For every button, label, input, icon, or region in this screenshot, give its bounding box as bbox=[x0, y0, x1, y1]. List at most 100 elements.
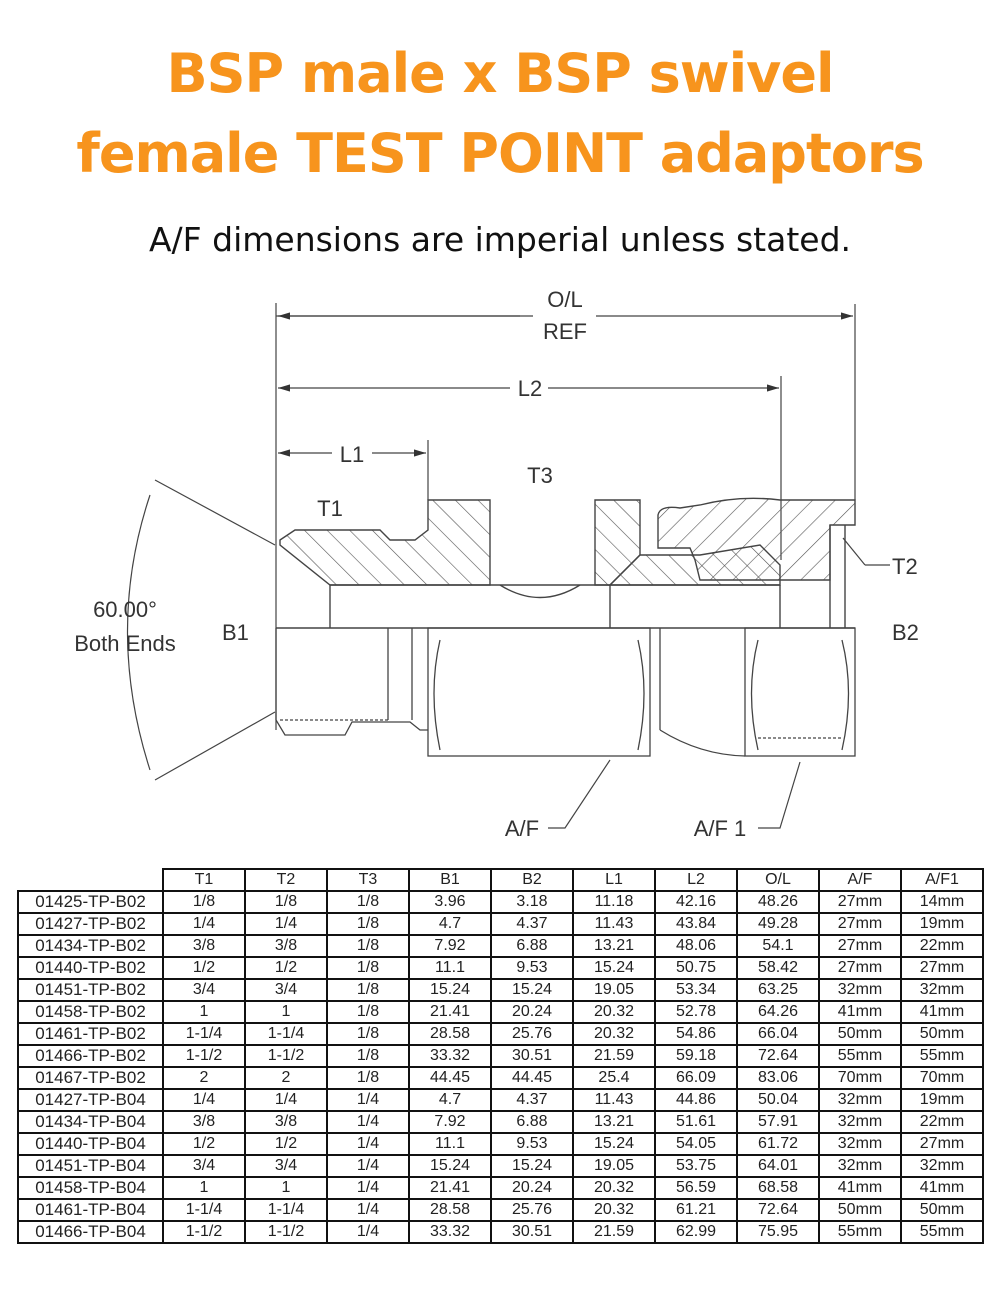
table-cell: 11.18 bbox=[572, 890, 656, 914]
table-cell: 1/4 bbox=[326, 1198, 410, 1222]
table-cell: 1/8 bbox=[326, 978, 410, 1002]
part-number-cell: 01425-TP-B02 bbox=[17, 890, 164, 914]
table-cell: 25.76 bbox=[490, 1022, 574, 1046]
table-cell: 13.21 bbox=[572, 1110, 656, 1134]
table-cell: 83.06 bbox=[736, 1066, 820, 1090]
column-header: O/L bbox=[736, 868, 820, 892]
table-cell: 1/4 bbox=[244, 912, 328, 936]
label-l1: L1 bbox=[340, 442, 364, 467]
table-cell: 1 bbox=[244, 1176, 328, 1200]
table-cell: 62.99 bbox=[654, 1220, 738, 1244]
table-cell: 4.37 bbox=[490, 1088, 574, 1112]
table-cell: 50mm bbox=[900, 1022, 984, 1046]
table-cell: 15.24 bbox=[572, 1132, 656, 1156]
table-cell: 11.1 bbox=[408, 956, 492, 980]
part-number-cell: 01461-TP-B02 bbox=[17, 1022, 164, 1046]
column-header: L1 bbox=[572, 868, 656, 892]
label-t1: T1 bbox=[317, 496, 343, 521]
table-cell: 20.32 bbox=[572, 1022, 656, 1046]
table-cell: 72.64 bbox=[736, 1044, 820, 1068]
table-cell: 1/2 bbox=[162, 956, 246, 980]
table-cell: 1/4 bbox=[162, 1088, 246, 1112]
table-cell: 1-1/2 bbox=[244, 1220, 328, 1244]
table-cell: 20.32 bbox=[572, 1198, 656, 1222]
table-cell: 15.24 bbox=[408, 978, 492, 1002]
table-cell: 32mm bbox=[818, 1110, 902, 1134]
table-cell: 22mm bbox=[900, 1110, 984, 1134]
table-cell: 61.21 bbox=[654, 1198, 738, 1222]
part-number-cell: 01466-TP-B02 bbox=[17, 1044, 164, 1068]
table-cell: 32mm bbox=[818, 1132, 902, 1156]
table-cell: 1/8 bbox=[244, 890, 328, 914]
table-cell: 3.96 bbox=[408, 890, 492, 914]
table-cell: 3/8 bbox=[244, 934, 328, 958]
table-cell: 1/4 bbox=[326, 1176, 410, 1200]
table-cell: 28.58 bbox=[408, 1198, 492, 1222]
table-cell: 32mm bbox=[900, 1154, 984, 1178]
table-cell: 53.75 bbox=[654, 1154, 738, 1178]
label-angle: 60.00° bbox=[93, 597, 157, 622]
table-cell: 55mm bbox=[818, 1220, 902, 1244]
part-number-cell: 01440-TP-B02 bbox=[17, 956, 164, 980]
table-cell: 48.06 bbox=[654, 934, 738, 958]
table-cell: 1/4 bbox=[244, 1088, 328, 1112]
part-number-cell: 01440-TP-B04 bbox=[17, 1132, 164, 1156]
table-cell: 3/8 bbox=[244, 1110, 328, 1134]
table-cell: 15.24 bbox=[490, 978, 574, 1002]
column-header: A/F1 bbox=[900, 868, 984, 892]
table-cell: 11.43 bbox=[572, 1088, 656, 1112]
table-cell: 50mm bbox=[900, 1198, 984, 1222]
table-cell: 20.24 bbox=[490, 1000, 574, 1024]
column-header: T2 bbox=[244, 868, 328, 892]
table-cell: 44.86 bbox=[654, 1088, 738, 1112]
table-cell: 1-1/4 bbox=[162, 1198, 246, 1222]
table-cell: 13.21 bbox=[572, 934, 656, 958]
table-cell: 4.7 bbox=[408, 912, 492, 936]
subtitle: A/F dimensions are imperial unless state… bbox=[148, 220, 852, 259]
table-cell: 20.24 bbox=[490, 1176, 574, 1200]
table-cell: 75.95 bbox=[736, 1220, 820, 1244]
table-cell: 54.86 bbox=[654, 1022, 738, 1046]
table-cell: 3/4 bbox=[244, 978, 328, 1002]
column-header: L2 bbox=[654, 868, 738, 892]
table-cell: 14mm bbox=[900, 890, 984, 914]
table-cell: 19.05 bbox=[572, 978, 656, 1002]
table-cell: 3/4 bbox=[244, 1154, 328, 1178]
table-cell: 52.78 bbox=[654, 1000, 738, 1024]
table-cell: 50mm bbox=[818, 1022, 902, 1046]
table-cell: 1/2 bbox=[244, 1132, 328, 1156]
table-cell: 1-1/4 bbox=[244, 1198, 328, 1222]
table-cell: 58.42 bbox=[736, 956, 820, 980]
part-number-cell: 01458-TP-B02 bbox=[17, 1000, 164, 1024]
table-cell: 51.61 bbox=[654, 1110, 738, 1134]
table-cell: 41mm bbox=[818, 1176, 902, 1200]
table-cell: 21.59 bbox=[572, 1220, 656, 1244]
table-cell: 2 bbox=[244, 1066, 328, 1090]
table-cell: 32mm bbox=[900, 978, 984, 1002]
header-blank-cell bbox=[18, 869, 163, 892]
part-number-cell: 01458-TP-B04 bbox=[17, 1176, 164, 1200]
table-cell: 66.09 bbox=[654, 1066, 738, 1090]
table-cell: 15.24 bbox=[572, 956, 656, 980]
table-cell: 15.24 bbox=[490, 1154, 574, 1178]
label-af1: A/F 1 bbox=[694, 816, 747, 841]
table-cell: 1/4 bbox=[326, 1132, 410, 1156]
table-cell: 4.37 bbox=[490, 912, 574, 936]
table-cell: 32mm bbox=[818, 1154, 902, 1178]
table-cell: 25.4 bbox=[572, 1066, 656, 1090]
label-ol: O/L bbox=[547, 287, 582, 312]
table-cell: 54.05 bbox=[654, 1132, 738, 1156]
column-header: A/F bbox=[818, 868, 902, 892]
column-header: B1 bbox=[408, 868, 492, 892]
table-cell: 25.76 bbox=[490, 1198, 574, 1222]
table-cell: 19mm bbox=[900, 912, 984, 936]
table-cell: 19.05 bbox=[572, 1154, 656, 1178]
part-number-cell: 01461-TP-B04 bbox=[17, 1198, 164, 1222]
table-cell: 1/8 bbox=[326, 890, 410, 914]
